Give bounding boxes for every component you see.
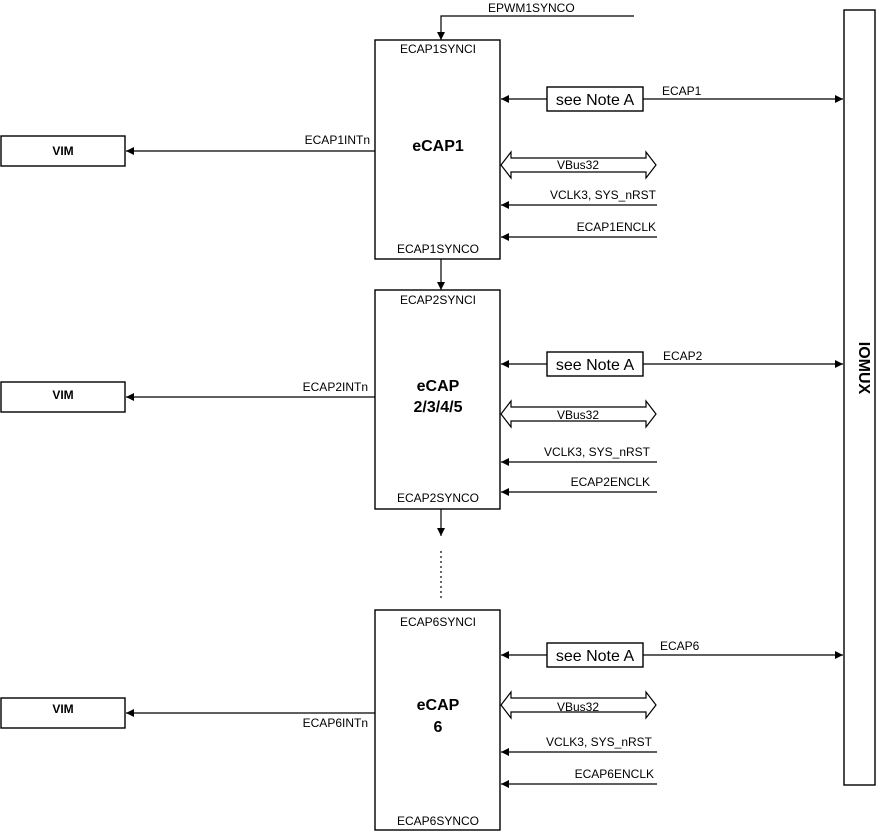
ecap-block-1-title: eCAP1 — [412, 138, 464, 155]
ecap-block-6-title-line2: 6 — [434, 719, 443, 736]
ecap-block-2-box — [374, 289, 501, 510]
int-label-3: ECAP6INTn — [303, 716, 368, 730]
vim-box-3 — [0, 697, 126, 729]
vim-label-2: VIM — [52, 388, 73, 402]
note-label-3: see Note A — [556, 648, 635, 665]
clk-label-3: VCLK3, SYS_nRST — [546, 735, 653, 749]
clk-label-1: VCLK3, SYS_nRST — [550, 188, 657, 202]
ecap-block-2-sync-out: ECAP2SYNCO — [397, 491, 479, 505]
ecap-block-6-sync-out: ECAP6SYNCO — [397, 814, 479, 828]
vim-label-1: VIM — [52, 144, 73, 158]
en-label-2: ECAP2ENCLK — [571, 475, 650, 489]
pin-label-1: ECAP1 — [662, 84, 702, 98]
pin-label-2: ECAP2 — [663, 349, 703, 363]
vbus-arrow-1 — [500, 150, 657, 180]
pin-label-3: ECAP6 — [660, 639, 700, 653]
ecap-block-2-title: eCAP — [417, 378, 460, 395]
iomux-box — [843, 9, 876, 786]
note-box-2 — [546, 351, 644, 377]
vim-box-1 — [0, 135, 126, 167]
en-label-3: ECAP6ENCLK — [575, 767, 654, 781]
int-label-2: ECAP2INTn — [303, 380, 368, 394]
en-label-1: ECAP1ENCLK — [577, 220, 656, 234]
note-label-1: see Note A — [556, 92, 635, 109]
ecap-block-6-box — [374, 609, 501, 831]
vbus-arrow-2 — [500, 399, 657, 429]
ecap-block-2-title-line2: 2/3/4/5 — [414, 399, 463, 416]
ecap-block-6: ECAP6SYNCI eCAP 6 ECAP6SYNCO VIM ECAP6IN… — [0, 609, 843, 831]
vbus-arrow-3 — [500, 690, 657, 720]
ecap-block-6-title: eCAP — [417, 697, 460, 714]
ecap-block-1: ECAP1SYNCI eCAP1 ECAP1SYNCO VIM ECAP1INT… — [0, 39, 843, 260]
iomux-label: IOMUX — [855, 342, 872, 395]
clk-label-2: VCLK3, SYS_nRST — [544, 445, 651, 459]
top-sync-line — [437, 15, 634, 40]
vbus-label-3: VBus32 — [557, 700, 599, 714]
ecap-block-6-sync-in: ECAP6SYNCI — [400, 615, 476, 629]
vbus-label-1: VBus32 — [557, 158, 599, 172]
top-sync-label: EPWM1SYNCO — [488, 1, 575, 15]
note-label-2: see Note A — [556, 357, 635, 374]
ecap-block-1-sync-in: ECAP1SYNCI — [400, 42, 476, 56]
ecap-block-1-box — [374, 39, 501, 260]
vbus-label-2: VBus32 — [557, 408, 599, 422]
ecap-block-1-sync-out: ECAP1SYNCO — [397, 242, 479, 256]
note-box-1 — [546, 86, 644, 112]
vim-box-2 — [0, 381, 126, 413]
note-box-3 — [546, 642, 644, 668]
int-label-1: ECAP1INTn — [305, 133, 370, 147]
ecap-block-2: ECAP2SYNCI eCAP 2/3/4/5 ECAP2SYNCO VIM E… — [0, 289, 843, 510]
vim-label-3: VIM — [52, 702, 73, 716]
ecap-block-2-sync-in: ECAP2SYNCI — [400, 293, 476, 307]
